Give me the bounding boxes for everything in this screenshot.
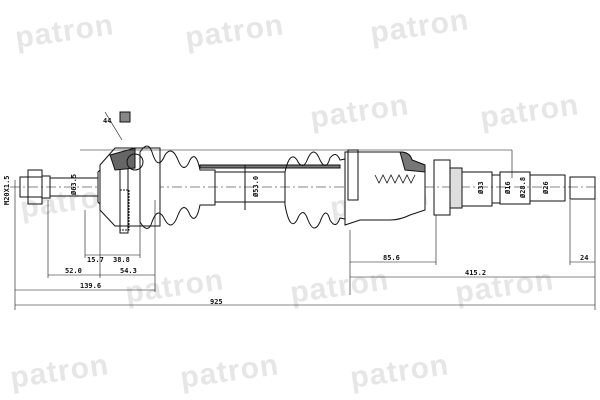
diameter-26-label: Ø26 bbox=[542, 181, 550, 195]
dim-38-8: 38.8 bbox=[113, 256, 130, 264]
dim-15-7: 15.7 bbox=[87, 256, 104, 264]
shaft-diameter-label: Ø53.0 bbox=[252, 176, 260, 198]
dim-925: 925 bbox=[210, 298, 223, 306]
part-ref-label: 44 bbox=[103, 117, 111, 125]
dim-54-3: 54.3 bbox=[120, 267, 137, 275]
hub-diameter-label: Ø63.5 bbox=[70, 174, 78, 196]
dim-24: 24 bbox=[580, 254, 588, 262]
abs-ring bbox=[119, 189, 130, 231]
dim-52-0: 52.0 bbox=[65, 267, 82, 275]
diameter-28-8-label: Ø28.8 bbox=[519, 177, 527, 199]
shaft-outline bbox=[10, 111, 596, 234]
dim-139-6: 139.6 bbox=[80, 282, 101, 290]
dimension-lines bbox=[14, 111, 596, 310]
dim-85-6: 85.6 bbox=[383, 254, 400, 262]
diameter-16-label: Ø16 bbox=[504, 181, 512, 195]
diameter-33-label: Ø33 bbox=[477, 181, 485, 195]
dim-415-2: 415.2 bbox=[465, 269, 486, 277]
thread-label: M20X1.5 bbox=[3, 175, 11, 205]
